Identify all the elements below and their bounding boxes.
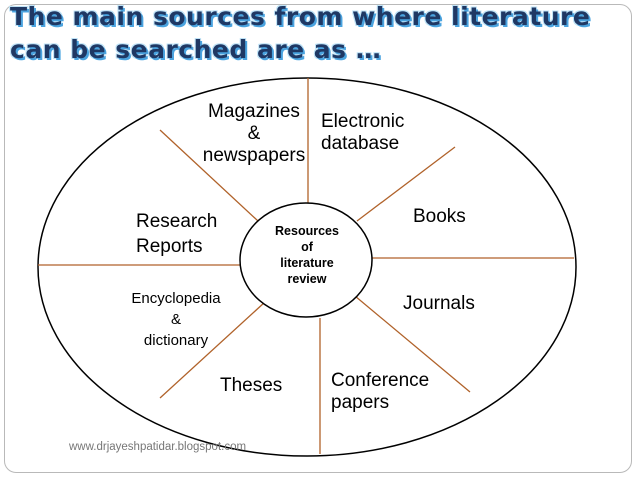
segment-theses-line-1: Theses bbox=[220, 375, 283, 396]
segment-conference-papers: Conference papers bbox=[331, 370, 429, 414]
center-text-3: literature bbox=[280, 256, 334, 270]
center-label: Resources of literature review bbox=[262, 223, 352, 287]
center-text-2: of bbox=[301, 240, 313, 254]
segment-encyclopedia-line-1: Encyclopedia bbox=[131, 290, 221, 307]
divider-bottom-left bbox=[159, 301, 266, 399]
segment-encyclopedia: Encyclopedia & dictionary bbox=[118, 288, 234, 351]
segment-books-line-1: Books bbox=[413, 206, 466, 227]
title-line-1: The main sources from where literature bbox=[10, 2, 591, 31]
segment-research-line-1: Research bbox=[136, 211, 218, 232]
segment-magazines: Magazines & newspapers bbox=[196, 101, 312, 167]
center-circle bbox=[239, 202, 373, 318]
segment-magazines-line-1: Magazines bbox=[208, 101, 300, 122]
segment-books: Books bbox=[413, 206, 466, 228]
slide-title: The main sources from where literature c… bbox=[10, 0, 630, 66]
title-line-2: can be searched are as … bbox=[10, 35, 382, 64]
segment-theses: Theses bbox=[220, 375, 282, 397]
segment-electronic-line-2: database bbox=[321, 133, 400, 154]
segment-conference-line-2: papers bbox=[331, 392, 390, 413]
segment-journals: Journals bbox=[403, 293, 475, 315]
segment-magazines-line-3: newspapers bbox=[202, 145, 306, 166]
segment-encyclopedia-line-3: dictionary bbox=[143, 332, 209, 349]
divider-bottom-right bbox=[354, 295, 471, 393]
segment-journals-line-1: Journals bbox=[403, 293, 475, 314]
segment-encyclopedia-line-2: & bbox=[170, 311, 181, 328]
footer-website-url: www.drjayeshpatidar.blogspot.com bbox=[69, 441, 247, 453]
segment-magazines-line-2: & bbox=[247, 123, 261, 144]
center-text-1: Resources bbox=[275, 224, 339, 238]
divider-lines bbox=[38, 78, 574, 454]
divider-top-left bbox=[159, 129, 259, 222]
segment-research-line-2: Reports bbox=[136, 236, 203, 257]
outer-circle bbox=[37, 77, 577, 457]
divider-top-right bbox=[356, 146, 456, 222]
slide-frame bbox=[4, 4, 632, 473]
segment-research-reports: Research Reports bbox=[136, 209, 217, 259]
segment-conference-line-1: Conference bbox=[331, 370, 430, 391]
segment-electronic-line-1: Electronic bbox=[321, 111, 405, 132]
segment-electronic-database: Electronic database bbox=[321, 111, 404, 155]
center-text-4: review bbox=[287, 272, 327, 286]
